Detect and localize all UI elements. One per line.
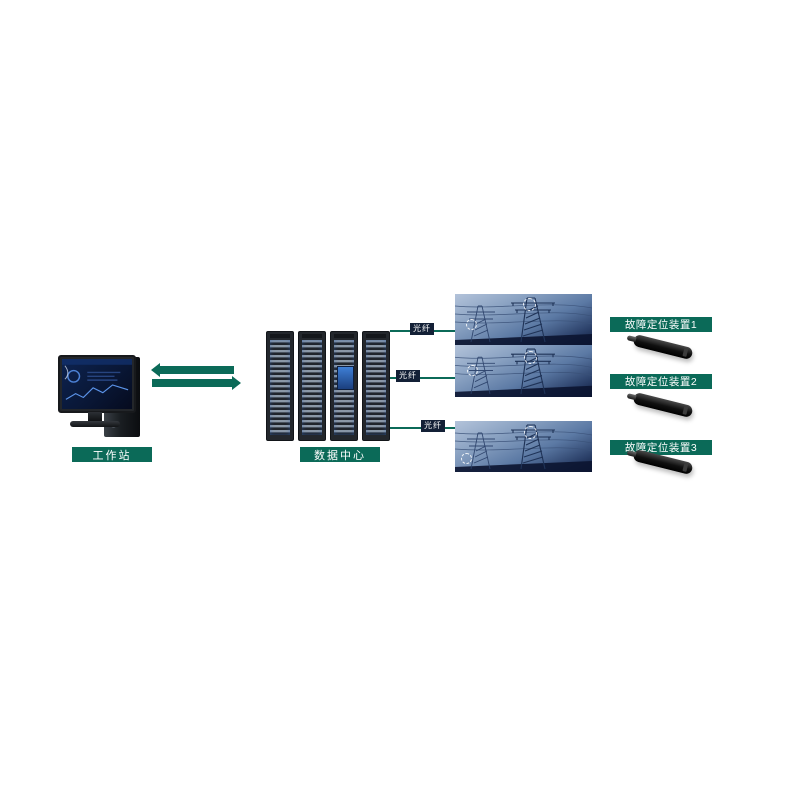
- device-label-2: 故障定位装置2: [610, 374, 712, 389]
- fault-locator-device-1: [632, 333, 694, 361]
- monitor-base: [70, 421, 120, 427]
- tower-photo-1: [455, 294, 592, 345]
- transmission-tower-graphic: [455, 297, 592, 345]
- workstation-screen: [62, 359, 132, 409]
- server-rack-3: [330, 331, 358, 441]
- server-racks: [266, 331, 390, 441]
- monitor-stand: [88, 412, 102, 421]
- rack-servers: [270, 340, 290, 435]
- link-tag-1: 光纤: [410, 323, 434, 335]
- workstation-monitor: [58, 355, 136, 413]
- transmission-tower-graphic: [455, 424, 592, 472]
- link-tag-3: 光纤: [421, 420, 445, 432]
- fault-locator-device-2: [632, 391, 694, 419]
- device-label-3: 故障定位装置3: [610, 440, 712, 455]
- workstation-label: 工作站: [72, 447, 152, 462]
- rack-header: [366, 334, 386, 338]
- highlight-circle: [523, 298, 536, 311]
- server-rack-1: [266, 331, 294, 441]
- rack-servers: [302, 340, 322, 435]
- rack-header: [270, 334, 290, 338]
- data-flow-arrow-right: [152, 376, 241, 390]
- highlight-circle: [524, 426, 537, 439]
- tower-photo-3: [455, 421, 592, 472]
- rack-console-screen: [337, 366, 354, 390]
- tower-photo-2: [455, 345, 592, 397]
- connector-line-2: [390, 377, 456, 379]
- highlight-circle: [467, 365, 478, 376]
- highlight-circle: [461, 453, 472, 464]
- highlight-circle: [466, 319, 477, 330]
- server-rack-4: [362, 331, 390, 441]
- screen-dashboard-graphic: [62, 359, 132, 400]
- data-flow-arrow-left: [151, 363, 234, 377]
- device-label-1: 故障定位装置1: [610, 317, 712, 332]
- rack-header: [302, 334, 322, 338]
- server-rack-2: [298, 331, 326, 441]
- rack-servers: [366, 340, 386, 435]
- datacenter-label: 数据中心: [300, 447, 380, 462]
- link-tag-2: 光纤: [396, 370, 420, 382]
- rack-header: [334, 334, 354, 338]
- highlight-circle: [524, 351, 537, 364]
